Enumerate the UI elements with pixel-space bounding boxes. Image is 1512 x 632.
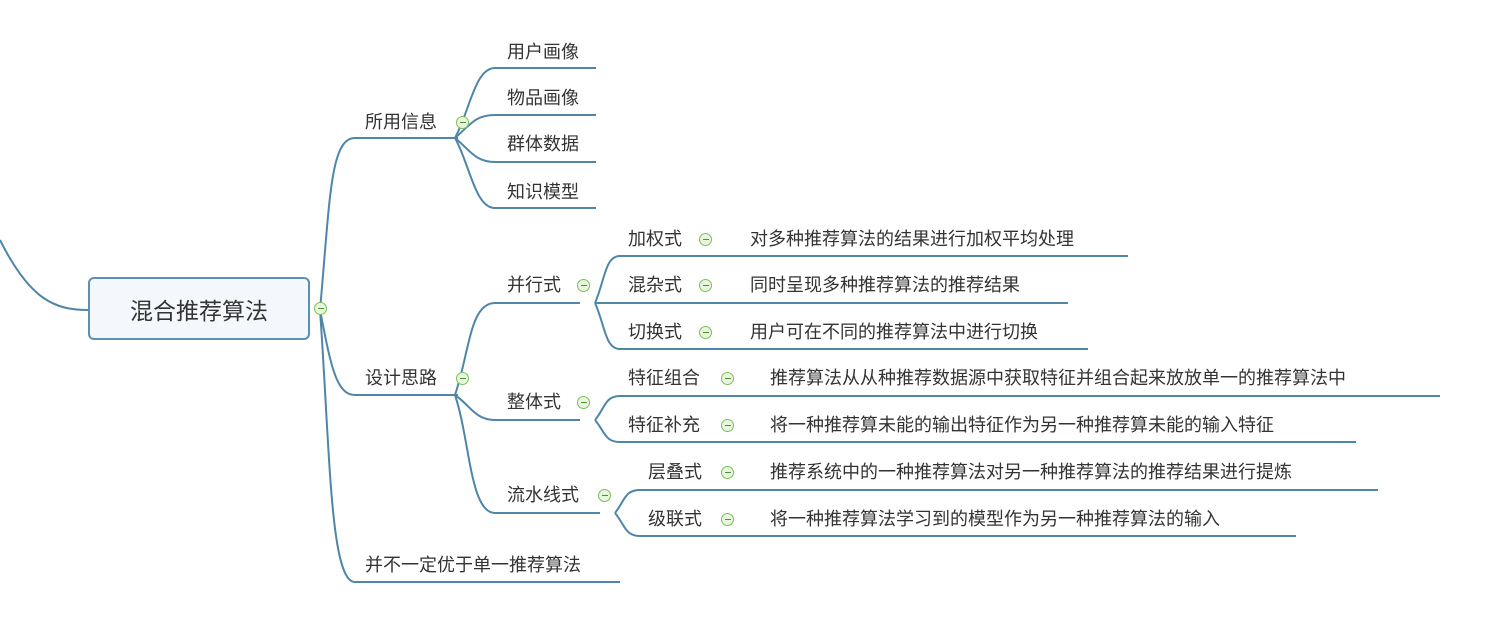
node-design[interactable]: 设计思路: [365, 368, 437, 389]
connector-parallel-3: [594, 302, 1088, 350]
connector-info-2: [454, 114, 596, 139]
node-whole-item[interactable]: 特征组合: [628, 368, 700, 389]
collapse-toggle-icon[interactable]: [456, 372, 469, 385]
node-whole[interactable]: 整体式: [507, 392, 561, 413]
node-parallel-desc[interactable]: 对多种推荐算法的结果进行加权平均处理: [750, 229, 1074, 250]
collapse-toggle-icon[interactable]: [314, 302, 327, 315]
collapse-toggle-icon[interactable]: [721, 513, 734, 526]
connector-info-4: [454, 137, 596, 209]
connector-parallel-1: [594, 255, 1128, 304]
node-pipeline-item[interactable]: 级联式: [648, 509, 702, 530]
node-whole-item[interactable]: 特征补充: [628, 415, 700, 436]
node-info-child[interactable]: 群体数据: [507, 134, 579, 155]
collapse-toggle-icon[interactable]: [699, 279, 712, 292]
node-info-child[interactable]: 知识模型: [507, 182, 579, 203]
node-pipeline-desc[interactable]: 推荐系统中的一种推荐算法对另一种推荐算法的推荐结果进行提炼: [770, 462, 1292, 483]
node-info-child[interactable]: 物品画像: [507, 88, 579, 109]
connector-pipeline-2: [614, 512, 1296, 537]
node-info[interactable]: 所用信息: [365, 112, 437, 133]
connector-root-design: [319, 309, 458, 396]
collapse-toggle-icon[interactable]: [721, 419, 734, 432]
collapse-toggle-icon[interactable]: [577, 279, 590, 292]
collapse-toggle-icon[interactable]: [721, 372, 734, 385]
node-whole-desc[interactable]: 将一种推荐算未能的输出特征作为另一种推荐算未能的输入特征: [770, 415, 1274, 436]
node-pipeline[interactable]: 流水线式: [507, 485, 579, 506]
root-label: 混合推荐算法: [130, 298, 268, 325]
collapse-toggle-icon[interactable]: [699, 233, 712, 246]
collapse-toggle-icon[interactable]: [598, 489, 611, 502]
connector-design-parallel: [454, 302, 580, 396]
node-whole-desc[interactable]: 推荐算法从从种推荐数据源中获取特征并组合起来放放单一的推荐算法中: [770, 368, 1346, 389]
connector-root-info: [319, 137, 458, 311]
collapse-toggle-icon[interactable]: [699, 326, 712, 339]
connector-design-whole: [454, 394, 580, 421]
node-note[interactable]: 并不一定优于单一推荐算法: [365, 555, 581, 576]
node-parallel-item[interactable]: 切换式: [628, 322, 682, 343]
connector-whole-2: [594, 419, 1356, 443]
node-parallel-desc[interactable]: 用户可在不同的推荐算法中进行切换: [750, 322, 1038, 343]
node-info-child[interactable]: 用户画像: [507, 42, 579, 63]
collapse-toggle-icon[interactable]: [577, 396, 590, 409]
connector-design-pipeline: [454, 394, 600, 514]
collapse-toggle-icon[interactable]: [456, 116, 469, 129]
collapse-toggle-icon[interactable]: [721, 466, 734, 479]
node-parallel-item[interactable]: 加权式: [628, 229, 682, 250]
node-pipeline-desc[interactable]: 将一种推荐算法学习到的模型作为另一种推荐算法的输入: [770, 509, 1220, 530]
node-parallel-item[interactable]: 混杂式: [628, 275, 682, 296]
connector-pipeline-1: [614, 489, 1378, 514]
connector-info-3: [454, 137, 596, 163]
node-parallel[interactable]: 并行式: [507, 275, 561, 296]
connector-whole-1: [594, 395, 1440, 421]
connector-root-note: [319, 309, 620, 583]
root-node[interactable]: 混合推荐算法: [88, 277, 310, 340]
node-parallel-desc[interactable]: 同时呈现多种推荐算法的推荐结果: [750, 275, 1020, 296]
node-pipeline-item[interactable]: 层叠式: [648, 462, 702, 483]
connector-offscreen: [0, 239, 89, 311]
